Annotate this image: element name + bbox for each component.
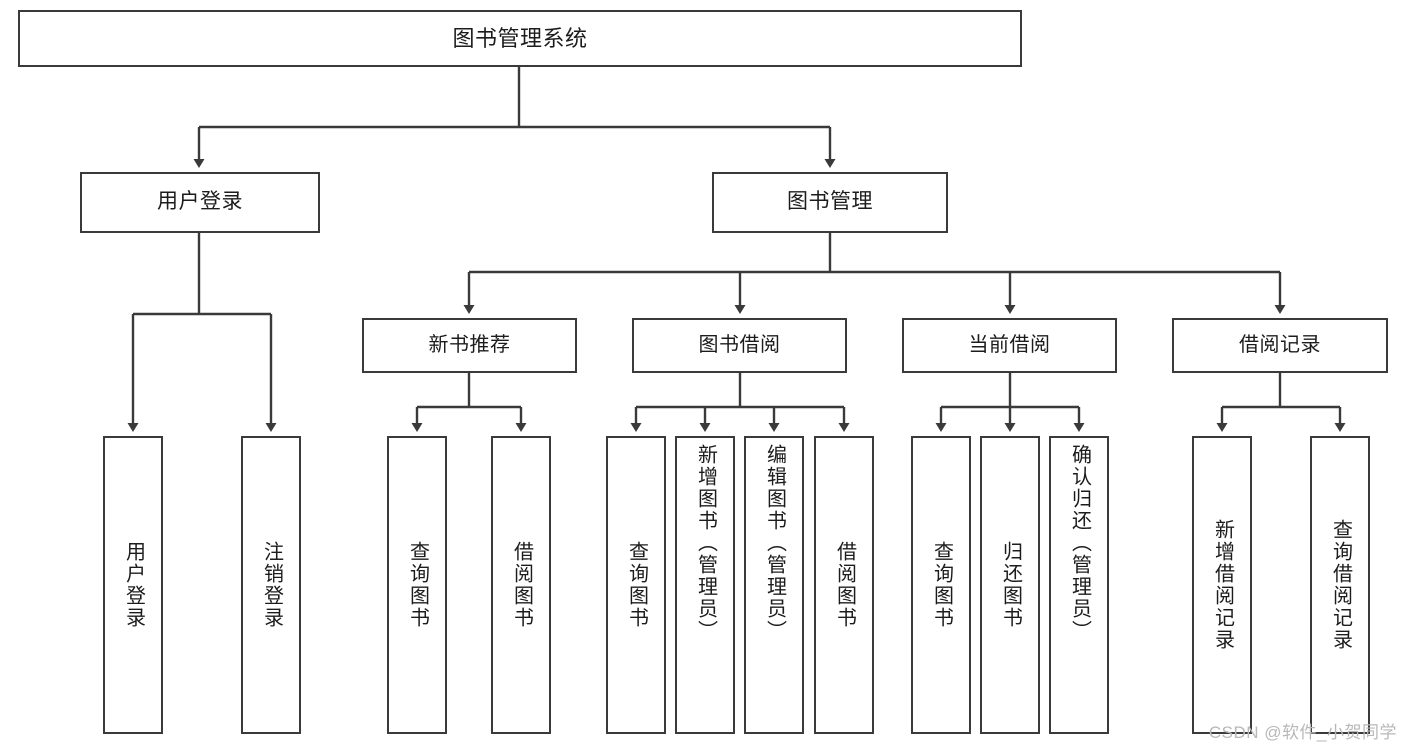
node-leaf-borrow-book-1-label: 借阅图书 — [510, 541, 533, 629]
node-leaf-confirm-return-label: 确认归还（管理员） — [1068, 444, 1091, 642]
node-leaf-user-login[interactable]: 用户登录 — [103, 436, 163, 734]
node-leaf-logout[interactable]: 注销登录 — [241, 436, 301, 734]
node-borrow-record[interactable]: 借阅记录 — [1172, 318, 1388, 373]
node-leaf-query-book-2-label: 查询图书 — [625, 541, 648, 629]
node-book-manage[interactable]: 图书管理 — [712, 172, 948, 233]
node-leaf-query-borrow-record-label: 查询借阅记录 — [1329, 519, 1352, 651]
node-book-borrow-label: 图书借阅 — [698, 333, 781, 356]
node-book-manage-label: 图书管理 — [787, 190, 873, 214]
node-root[interactable]: 图书管理系统 — [18, 10, 1022, 67]
node-current-borrow[interactable]: 当前借阅 — [902, 318, 1117, 373]
node-leaf-borrow-book-2[interactable]: 借阅图书 — [814, 436, 874, 734]
node-new-book-recommend-label: 新书推荐 — [428, 333, 511, 356]
node-user-login-label: 用户登录 — [157, 190, 243, 214]
node-leaf-edit-book[interactable]: 编辑图书（管理员） — [744, 436, 804, 734]
node-borrow-record-label: 借阅记录 — [1239, 333, 1321, 356]
node-user-login[interactable]: 用户登录 — [80, 172, 320, 233]
node-leaf-query-book-1[interactable]: 查询图书 — [387, 436, 447, 734]
node-leaf-borrow-book-1[interactable]: 借阅图书 — [491, 436, 551, 734]
node-leaf-query-book-3-label: 查询图书 — [930, 541, 953, 629]
node-leaf-add-borrow-record[interactable]: 新增借阅记录 — [1192, 436, 1252, 734]
node-leaf-return-book-label: 归还图书 — [999, 541, 1022, 629]
node-leaf-add-book[interactable]: 新增图书（管理员） — [675, 436, 735, 734]
node-leaf-user-login-label: 用户登录 — [122, 541, 145, 629]
node-leaf-edit-book-label: 编辑图书（管理员） — [763, 444, 786, 642]
node-root-label: 图书管理系统 — [452, 25, 588, 51]
node-book-borrow[interactable]: 图书借阅 — [632, 318, 847, 373]
node-current-borrow-label: 当前借阅 — [968, 333, 1051, 356]
node-leaf-logout-label: 注销登录 — [260, 541, 283, 629]
node-leaf-add-book-label: 新增图书（管理员） — [694, 444, 717, 642]
node-leaf-query-borrow-record[interactable]: 查询借阅记录 — [1310, 436, 1370, 734]
node-leaf-confirm-return[interactable]: 确认归还（管理员） — [1049, 436, 1109, 734]
node-new-book-recommend[interactable]: 新书推荐 — [362, 318, 577, 373]
node-leaf-query-book-1-label: 查询图书 — [406, 541, 429, 629]
node-leaf-borrow-book-2-label: 借阅图书 — [833, 541, 856, 629]
node-leaf-return-book[interactable]: 归还图书 — [980, 436, 1040, 734]
node-leaf-query-book-2[interactable]: 查询图书 — [606, 436, 666, 734]
csdn-watermark: CSDN @软件_小贺同学 — [1208, 723, 1397, 742]
node-leaf-query-book-3[interactable]: 查询图书 — [911, 436, 971, 734]
node-leaf-add-borrow-record-label: 新增借阅记录 — [1211, 519, 1234, 651]
